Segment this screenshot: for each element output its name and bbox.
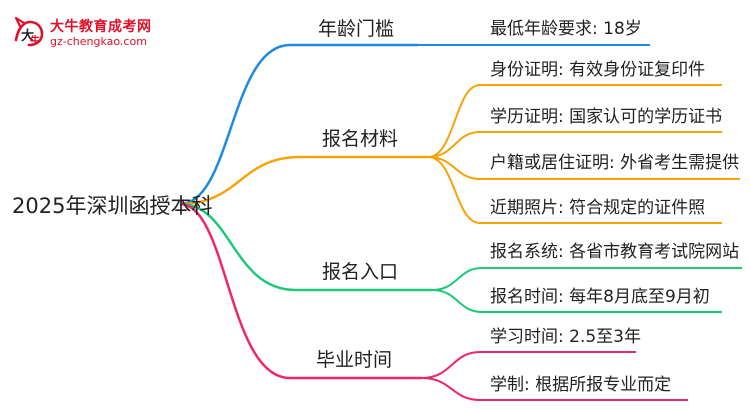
bull-logo-icon: 大 牛: [14, 16, 44, 47]
svg-text:大: 大: [21, 28, 34, 44]
logo-url: gz-chengkao.com: [50, 35, 147, 48]
leaf-age-min: 最低年龄要求: 18岁: [490, 19, 642, 39]
link-graduation-leaf-0: [421, 351, 636, 379]
branch-graduation: 毕业时间: [316, 349, 393, 371]
link-root-entry: [179, 202, 432, 292]
svg-text:牛: 牛: [30, 34, 40, 47]
leaf-materials-education: 学历证明: 国家认可的学历证书: [490, 107, 723, 127]
link-entry-leaf-1: [431, 289, 722, 313]
link-entry-leaf-0: [431, 267, 742, 291]
leaf-entry-system: 报名系统: 各省市教育考试院网站: [490, 242, 740, 262]
leaf-entry-time: 报名时间: 每年8月底至9月初: [490, 287, 710, 307]
link-root-materials: [179, 155, 428, 206]
site-logo[interactable]: 大 牛 大牛教育成考网 gz-chengkao.com: [6, 14, 166, 54]
link-materials-leaf-2: [427, 156, 740, 180]
leaf-materials-residence: 户籍或居住证明: 外省考生需提供: [490, 153, 740, 173]
link-materials-leaf-1: [427, 131, 722, 158]
link-root-age: [179, 43, 418, 206]
branch-materials: 报名材料: [322, 128, 399, 150]
leaf-graduation-system: 学制: 根据所报专业而定: [490, 375, 672, 395]
root-node: 2025年深圳函授本科: [12, 194, 213, 218]
logo-title: 大牛教育成考网: [50, 19, 152, 35]
link-graduation-leaf-1: [421, 377, 688, 401]
leaf-materials-id: 身份证明: 有效身份证复印件: [490, 60, 706, 80]
link-materials-leaf-3: [427, 156, 722, 224]
branch-entry: 报名入口: [322, 261, 399, 283]
leaf-graduation-duration: 学习时间: 2.5至3年: [490, 327, 641, 347]
leaf-materials-photo: 近期照片: 符合规定的证件照: [490, 198, 706, 218]
branch-age: 年龄门槛: [318, 18, 395, 40]
link-materials-leaf-0: [427, 84, 722, 158]
link-root-graduation: [179, 202, 422, 380]
